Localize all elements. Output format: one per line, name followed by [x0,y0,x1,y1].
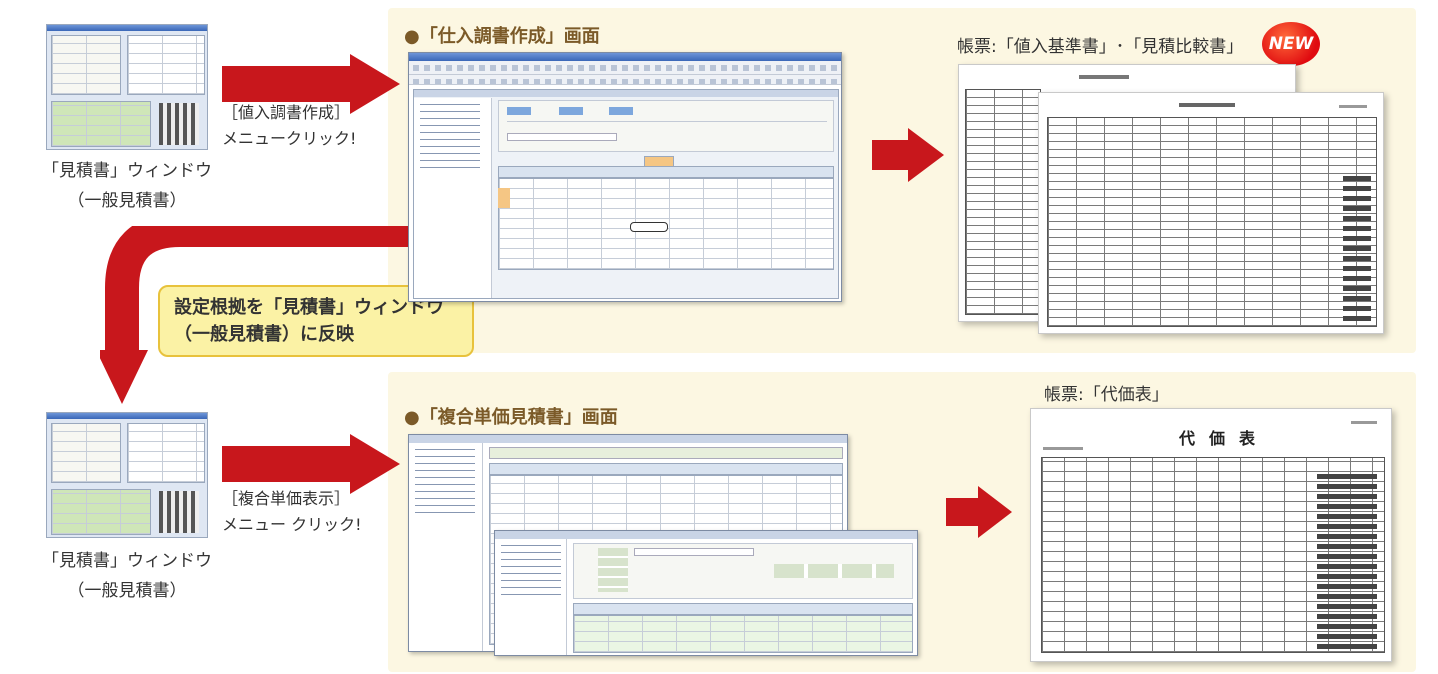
paper-heading [1079,75,1129,79]
paper-grid-left [965,89,1041,315]
survey-inner-titlebar [414,90,838,97]
price-table-values [1317,469,1377,649]
bottom-report-title: 帳票:「代価表」 [1044,385,1169,405]
thumb-bars [159,491,199,533]
thumb-grid-left [51,35,121,95]
thumb-grid-left [51,423,121,483]
form-field [507,133,617,141]
row-marker [498,188,510,208]
new-badge: NEW [1262,22,1320,66]
form-icon [559,107,583,115]
caption-line1: ［複合単価表示］ [222,489,351,508]
survey-grid-header [498,166,834,178]
curved-down-arrow-icon [100,226,412,404]
purchase-survey-screen[interactable] [408,52,842,302]
thumb-grid-bottom [51,101,151,147]
form-divider [507,121,827,122]
arrow-right-icon [222,54,400,114]
survey-toolbar [409,61,841,75]
thumb-bars [159,103,199,145]
top-screen-title: ●「仕入調書作成」画面 [404,26,600,47]
thumb-grid-bottom [51,489,151,535]
survey-inner-window [413,89,839,299]
detail-field [634,548,754,556]
thumb-titlebar [47,25,207,31]
caption-line2: メニュー クリック! [222,515,362,534]
survey-grid [498,178,834,270]
detail-form-area [573,543,913,599]
paper-heading [1179,103,1235,107]
form-icon [507,107,531,115]
detail-labels [598,548,628,592]
detail-grid [573,615,913,653]
detail-price-fields [774,564,894,578]
callout-line1: 設定根拠を「見積書」ウィンドウ [174,297,444,318]
bottom-menu-caption: ［複合単価表示］ メニュー クリック! [222,486,362,538]
survey-tree-items [420,104,480,174]
estimate-window-thumbnail-top[interactable] [46,24,208,150]
arrow-right-icon [222,434,400,494]
bottom-screen-title: ●「複合単価見積書」画面 [404,407,618,428]
survey-toolbar-2 [409,75,841,85]
arrow-right-icon [946,486,1012,538]
detail-titlebar [495,531,917,539]
top-report-title: 帳票:「値入基準書」･「見積比較書」 [957,37,1244,57]
comparison-table [1047,117,1377,327]
composite-tree-items [415,449,475,519]
paper-subheading [1043,447,1083,450]
form-icon [609,107,633,115]
estimate-window-label-top: 「見積書」ウィンドウ （一般見積書） [34,156,220,216]
label-line1: 「見積書」ウィンドウ [42,551,212,571]
callout-line2: （一般見積書）に反映 [174,324,354,345]
estimate-comparison-report [1038,92,1384,334]
composite-titlebar [409,435,847,443]
selected-cell [630,222,668,232]
thumb-titlebar [47,413,207,419]
label-line2: （一般見積書） [67,581,187,601]
composite-button-bar [489,447,843,459]
detail-grid-header [573,603,913,615]
composite-grid-header [489,463,843,475]
estimate-window-thumbnail-bottom[interactable] [46,412,208,538]
top-menu-caption: ［値入調書作成］ メニュークリック! [222,100,356,152]
price-table-title: 代価表 [1179,429,1270,448]
label-line2: （一般見積書） [67,191,187,211]
caption-line2: メニュークリック! [222,129,357,148]
paper-date [1351,421,1377,424]
caption-line1: ［値入調書作成］ [222,103,351,122]
survey-form-area [498,100,834,152]
label-line1: 「見積書」ウィンドウ [42,161,212,181]
price-table-report: 代価表 [1030,408,1392,662]
arrow-right-icon [872,128,944,182]
comparison-values [1343,171,1371,321]
paper-date [1339,105,1367,108]
thumb-grid-right [127,423,205,483]
detail-tree-items [501,545,561,595]
survey-titlebar [409,53,841,61]
thumb-grid-right [127,35,205,95]
estimate-window-label-bottom: 「見積書」ウィンドウ （一般見積書） [34,546,220,606]
composite-detail-window[interactable] [494,530,918,656]
